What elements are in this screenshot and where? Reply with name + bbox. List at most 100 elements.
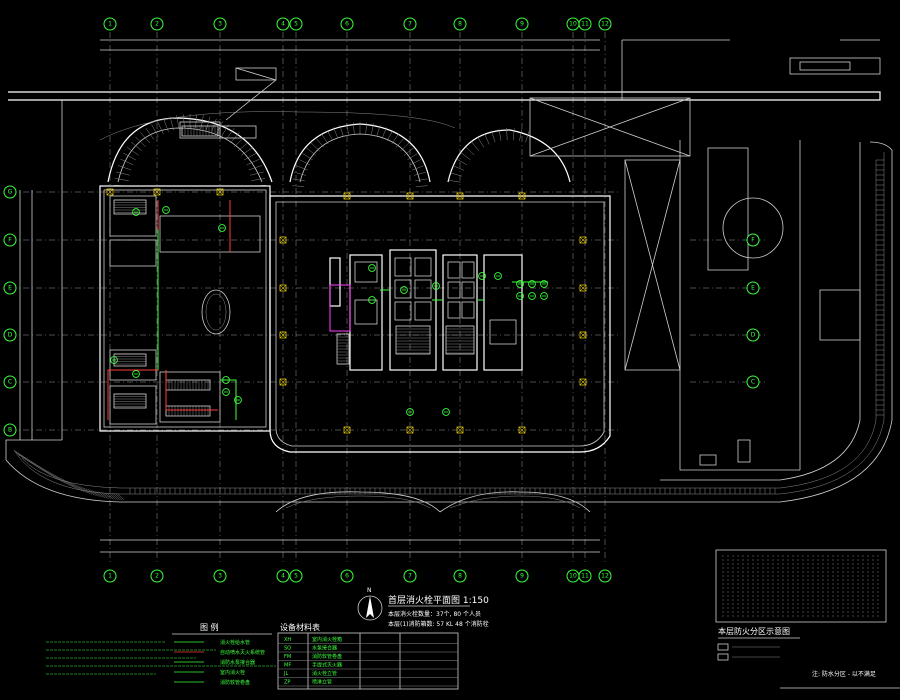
svg-text:N: N: [367, 587, 372, 594]
fire-hydrant-icon: [218, 224, 226, 232]
svg-text:9: 9: [520, 573, 524, 580]
axis-bubble-right-D: D: [746, 328, 760, 342]
svg-text:2: 2: [155, 573, 159, 580]
svg-text:4: 4: [281, 573, 285, 580]
fire-hydrant-icon: [110, 356, 118, 364]
svg-text:2: 2: [155, 21, 159, 28]
fire-hydrant-icon: [478, 272, 486, 280]
axis-bubble-top-5: 5: [289, 17, 303, 31]
drawing-note-2: 本层(1)消防箱数: 57 KL 48 个消防栓: [388, 620, 489, 628]
axis-bubble-top-12: 12: [598, 17, 612, 31]
svg-text:室内消火栓箱: 室内消火栓箱: [312, 636, 342, 643]
svg-text:6: 6: [345, 21, 349, 28]
column-marker: [279, 378, 287, 386]
svg-text:消防软管卷盘: 消防软管卷盘: [312, 653, 342, 660]
axis-bubble-top-10: 10: [566, 17, 580, 31]
svg-text:5: 5: [294, 573, 298, 580]
axis-bubble-left-D: D: [3, 328, 17, 342]
axis-bubble-right-E: E: [746, 281, 760, 295]
svg-text:11: 11: [581, 21, 589, 28]
svg-text:E: E: [8, 285, 12, 292]
axis-bubble-left-E: E: [3, 281, 17, 295]
svg-text:水泵接合器: 水泵接合器: [312, 645, 337, 652]
svg-text:G: G: [8, 189, 13, 196]
svg-text:1: 1: [108, 21, 112, 28]
fire-hydrant-icon: [162, 206, 170, 214]
dimension-lines: [19, 39, 600, 553]
svg-text:8: 8: [458, 573, 462, 580]
svg-text:JL: JL: [283, 671, 288, 677]
axis-bubble-top-7: 7: [403, 17, 417, 31]
axis-bubble-top-11: 11: [578, 17, 592, 31]
svg-text:1: 1: [108, 573, 112, 580]
svg-text:E: E: [751, 285, 755, 292]
axis-bubble-left-G: G: [3, 185, 17, 199]
svg-text:B: B: [8, 427, 12, 434]
fire-hydrant-icon: [528, 280, 536, 288]
fire-hydrant-icon: [368, 296, 376, 304]
legend-right-row: SQ 水泵接合器: [278, 645, 458, 653]
axis-bubble-right-C: C: [746, 375, 760, 389]
svg-text:消火栓立管: 消火栓立管: [312, 670, 337, 677]
svg-text:手提式灭火器: 手提式灭火器: [312, 662, 342, 669]
axis-bubble-top-1: 1: [103, 17, 117, 31]
column-marker: [279, 284, 287, 292]
axis-bubble-left-F: F: [3, 233, 17, 247]
north-arrow: N: [357, 587, 383, 621]
legend-right-row: JL 消火栓立管: [278, 670, 458, 678]
axis-bubble-top-2: 2: [150, 17, 164, 31]
svg-text:室内消火栓: 室内消火栓: [220, 669, 245, 676]
svg-text:自动喷水灭火系统管: 自动喷水灭火系统管: [220, 649, 265, 656]
fire-hydrant-icon: [368, 264, 376, 272]
axis-bubble-bottom-4: 4: [276, 569, 290, 583]
svg-text:10: 10: [569, 573, 577, 580]
svg-text:11: 11: [581, 573, 589, 580]
fire-zone-diagram: 本层防火分区示意图 注: 防水分区 - 以不满足: [715, 549, 887, 678]
svg-text:5: 5: [294, 21, 298, 28]
axis-bubble-top-4: 4: [276, 17, 290, 31]
axis-bubble-bottom-10: 10: [566, 569, 580, 583]
legend-left-item: 消防水泵接合器: [174, 659, 255, 666]
column-marker: [579, 378, 587, 386]
fire-hydrant-icon: [442, 408, 450, 416]
axis-bubble-bottom-6: 6: [340, 569, 354, 583]
svg-text:FM: FM: [284, 654, 291, 660]
fire-hydrant-icon: [540, 292, 548, 300]
axis-bubble-top-8: 8: [453, 17, 467, 31]
right-wing: [225, 39, 881, 466]
column-marker: [216, 188, 224, 196]
column-marker: [518, 192, 526, 200]
svg-text:3: 3: [218, 573, 222, 580]
fire-hydrant-icon: [132, 208, 140, 216]
axis-bubble-top-3: 3: [213, 17, 227, 31]
drawing-title-block: 首层消火栓平面图 1:150 本层消火栓数量：37个, 80 个人员 本层(1)…: [388, 594, 489, 628]
legend-right-row: FM 消防软管卷盘: [278, 653, 458, 661]
axis-bubble-bottom-8: 8: [453, 569, 467, 583]
svg-text:F: F: [751, 237, 755, 244]
svg-text:MF: MF: [284, 663, 291, 669]
svg-text:7: 7: [408, 573, 412, 580]
legend-right-header: 设备材料表: [280, 622, 320, 632]
fire-hydrant-icon: [406, 408, 414, 416]
drawing-note-1: 本层消火栓数量：37个, 80 个人员: [388, 610, 481, 618]
svg-text:D: D: [751, 332, 756, 339]
fire-hydrant-icon: [222, 376, 230, 384]
building-core: [329, 249, 523, 371]
svg-text:消防水泵接合器: 消防水泵接合器: [220, 659, 255, 666]
column-marker: [106, 188, 114, 196]
column-marker: [153, 188, 161, 196]
column-marker: [406, 192, 414, 200]
svg-text:4: 4: [281, 21, 285, 28]
svg-text:SQ: SQ: [284, 646, 291, 652]
footnote: 注: 防水分区 - 以不满足: [812, 670, 876, 678]
svg-text:C: C: [8, 379, 12, 386]
fire-hydrant-icon: [516, 280, 524, 288]
column-marker: [456, 192, 464, 200]
fire-hydrant-icon: [494, 272, 502, 280]
design-notes-block: [46, 641, 276, 675]
fire-hydrant-icon: [540, 280, 548, 288]
